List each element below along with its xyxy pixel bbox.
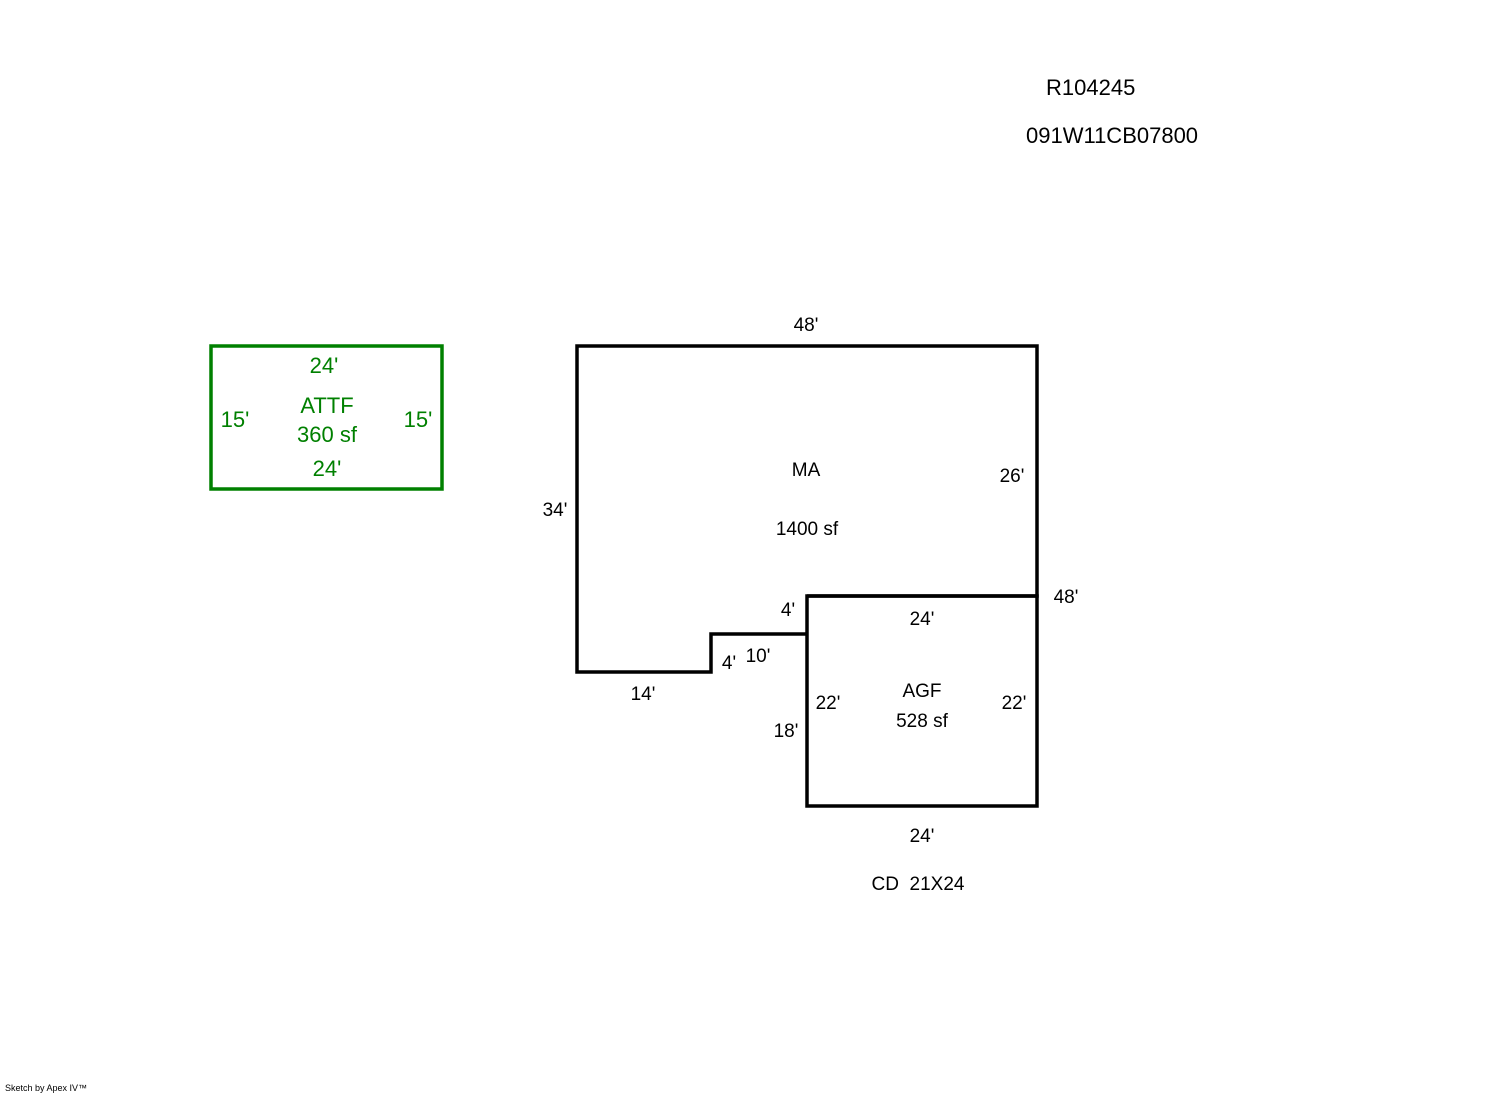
account-number: R104245 <box>1046 75 1135 100</box>
attf-label: ATTF <box>300 393 353 418</box>
main-dim-left: 34' <box>543 500 568 521</box>
agf-outline <box>805 594 1039 808</box>
main-area-structure: 48' 34' 26' MA 1400 sf 48' 4' 10' 4' 14'… <box>543 315 1079 742</box>
agf-dim-bottom: 24' <box>910 826 935 847</box>
attf-dim-left: 15' <box>221 407 250 432</box>
map-tax-lot: 091W11CB07800 <box>1026 123 1198 148</box>
attf-dim-bottom: 24' <box>313 456 342 481</box>
attf-area: 360 sf <box>297 422 358 447</box>
sketch-credit: Sketch by Apex IV™ <box>5 1083 87 1093</box>
agf-label: AGF <box>902 681 941 702</box>
attf-structure: 24' 15' 15' ATTF 360 sf 24' <box>209 344 444 491</box>
main-dim-garage-side: 18' <box>774 721 799 742</box>
attf-outline <box>209 344 444 491</box>
main-dim-step-vertical: 4' <box>722 653 736 674</box>
main-dim-right: 26' <box>1000 466 1025 487</box>
main-area-outline <box>575 344 1039 674</box>
agf-dim-top: 24' <box>910 609 935 630</box>
agf-dim-right: 22' <box>1002 693 1027 714</box>
attf-dim-top: 24' <box>310 353 339 378</box>
agf-dim-left: 22' <box>816 693 841 714</box>
cd-note: CD 21X24 <box>872 874 965 895</box>
main-dim-top: 48' <box>794 315 819 336</box>
attf-dim-right: 15' <box>404 407 433 432</box>
main-area-size: 1400 sf <box>776 519 839 540</box>
main-dim-step-horizontal: 10' <box>746 646 771 667</box>
agf-area: 528 sf <box>896 711 948 732</box>
main-area-label: MA <box>792 460 821 481</box>
agf-structure: 24' AGF 528 sf 22' 22' 24' <box>805 594 1039 847</box>
main-dim-bottom-left: 14' <box>631 684 656 705</box>
main-dim-step-upper: 4' <box>781 600 795 621</box>
main-dim-right-total: 48' <box>1054 587 1079 608</box>
